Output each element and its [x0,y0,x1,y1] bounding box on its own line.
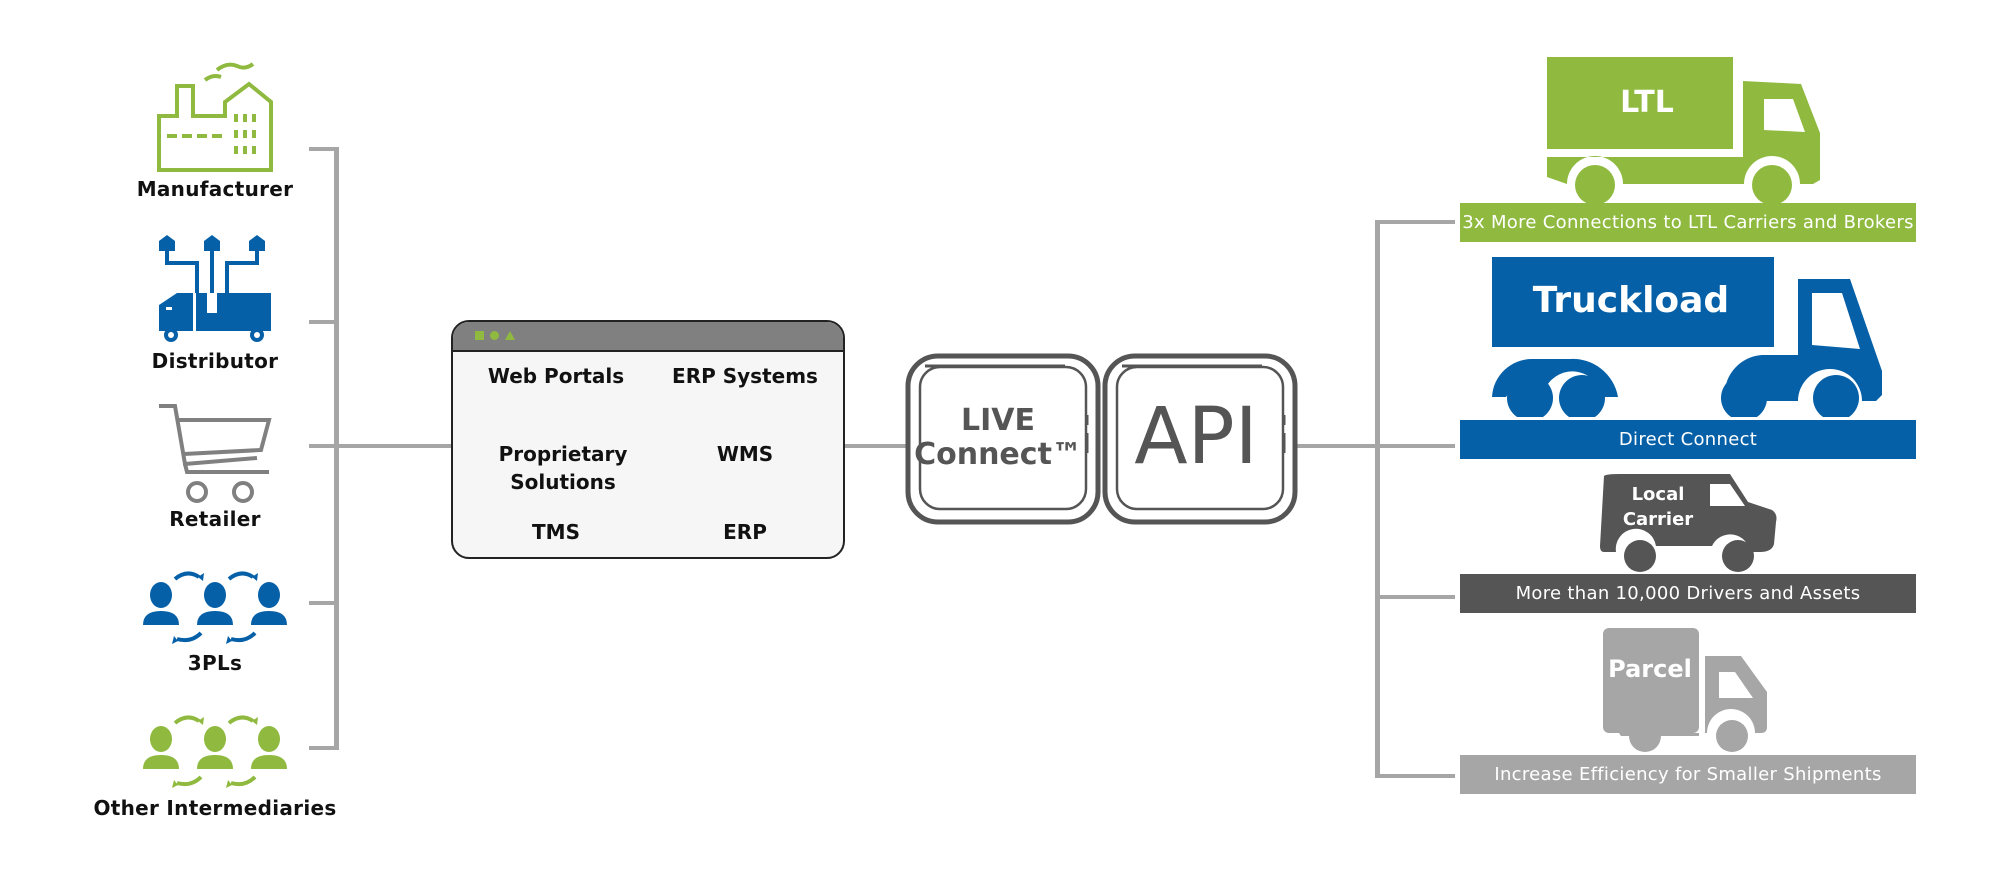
connector-systems-to-liveconnect [845,444,907,448]
vehicle-label-parcel: Parcel [1608,655,1692,683]
live-connect-line2: Connect™ [914,437,1082,472]
right-bracket-tick-parcel [1375,774,1455,778]
window-square-icon [475,331,484,340]
source-label-retailer: Retailer [169,507,261,531]
live-connect-key: LIVE Connect™ [905,353,1101,525]
api-key: API [1102,353,1298,525]
factory-icon [157,62,273,172]
vehicle-label-ltl: LTL [1620,85,1674,120]
left-bracket-tick-other [309,746,339,750]
distribution-truck-icon [159,235,271,342]
van-icon [1600,474,1777,572]
people-exchange-icon [143,715,287,788]
left-bracket-tick-retailer [309,444,339,448]
source-label-manufacturer: Manufacturer [136,177,294,201]
people-exchange-icon [143,571,287,644]
source-label-other-intermediaries: Other Intermediaries [93,796,337,820]
carrier-caption-ltl: 3x More Connections to LTL Carriers and … [1460,203,1916,242]
carrier-caption-local-carrier: More than 10,000 Drivers and Assets [1460,574,1916,613]
right-bracket-spine [1375,220,1380,778]
window-title-bar [453,322,843,352]
left-bracket-tick-manufacturer [309,147,339,151]
carrier-caption-parcel: Increase Efficiency for Smaller Shipment… [1460,755,1916,794]
connector-api-to-carriers [1297,444,1379,448]
live-connect-line1: LIVE [961,403,1035,438]
carrier-caption-truckload: Direct Connect [1460,420,1916,459]
systems-window: Web Portals ERP Systems Proprietary Solu… [451,320,845,559]
source-label-3pls: 3PLs [187,651,243,675]
right-bracket-tick-ltl [1375,220,1455,224]
system-item-erp-systems: ERP Systems [672,364,818,388]
left-bracket-tick-3pls [309,601,339,605]
key-outline-icon [1102,353,1298,525]
parcel-truck-icon [1603,628,1767,752]
right-bracket-tick-local [1375,595,1455,599]
shopping-cart-icon [159,404,272,503]
window-triangle-icon [505,331,515,340]
system-item-erp: ERP [723,520,767,544]
left-bracket-spine [334,147,339,750]
source-label-distributor: Distributor [151,349,279,373]
system-item-tms: TMS [532,520,580,544]
window-circle-icon [490,331,499,340]
vehicle-label-truckload: Truckload [1532,280,1730,321]
ltl-truck-icon [1547,57,1820,205]
system-item-web-portals: Web Portals [487,364,625,388]
connector-sources-to-systems [339,444,453,448]
api-label: API [1134,392,1258,482]
key-outline-icon [905,353,1101,525]
left-bracket-tick-distributor [309,320,339,324]
system-item-proprietary-solutions: Proprietary Solutions [498,442,628,494]
vehicle-label-local-carrier: Local Carrier [1622,484,1694,530]
truckload-truck-icon [1492,257,1882,417]
system-item-wms: WMS [716,442,774,466]
right-bracket-tick-truckload [1375,444,1455,448]
